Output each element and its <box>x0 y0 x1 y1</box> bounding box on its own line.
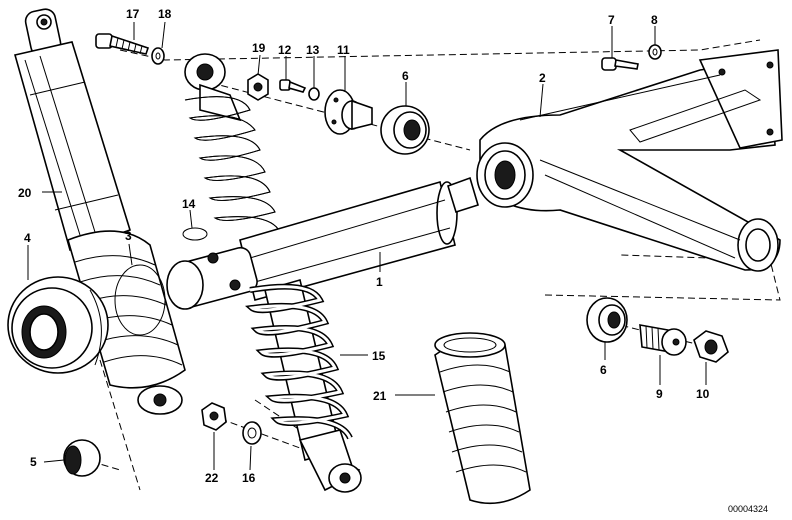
label-part-9: 9 <box>656 387 663 401</box>
label-part-22: 22 <box>205 471 219 485</box>
part-7-screw <box>601 57 639 71</box>
label-part-19: 19 <box>252 41 266 55</box>
part-6-bearing-lower <box>586 297 628 343</box>
part-20-shock-absorber <box>14 8 186 415</box>
part-14-o-ring <box>182 227 208 241</box>
part-21-rubber-boot <box>434 332 531 505</box>
part-number-labels: 17 18 19 12 13 11 6 7 8 2 20 4 3 14 1 15… <box>18 7 768 514</box>
part-18-washer <box>151 47 165 65</box>
label-part-6-lower: 6 <box>600 363 607 377</box>
upper-spring-assembly <box>184 53 281 233</box>
part-10-nut <box>693 330 729 363</box>
part-2-swing-arm <box>476 49 783 272</box>
part-16-washer <box>242 421 262 445</box>
label-part-14: 14 <box>182 197 196 211</box>
part-8-washer <box>648 44 662 60</box>
part-11-flange <box>324 89 373 135</box>
label-part-21: 21 <box>373 389 387 403</box>
part-17-bolt <box>95 33 150 55</box>
part-4-dust-cover <box>7 276 109 374</box>
label-part-13: 13 <box>306 43 320 57</box>
label-part-11: 11 <box>337 43 350 57</box>
part-6-bearing-upper <box>380 105 430 155</box>
label-part-15: 15 <box>372 349 386 363</box>
label-part-10: 10 <box>696 387 710 401</box>
label-part-8: 8 <box>651 13 658 27</box>
part-9-adjuster-bolt <box>639 324 687 356</box>
catalog-number: 00004324 <box>728 504 768 514</box>
label-part-5: 5 <box>30 455 37 469</box>
part-19-nut <box>247 73 269 101</box>
label-part-12: 12 <box>278 43 292 57</box>
label-part-20: 20 <box>18 186 32 200</box>
part-5-bushing <box>63 439 101 477</box>
part-12-screw <box>279 79 307 93</box>
label-part-4: 4 <box>24 231 31 245</box>
part-13-washer <box>308 87 320 101</box>
label-part-1: 1 <box>376 275 383 289</box>
label-part-16: 16 <box>242 471 256 485</box>
label-part-6-upper: 6 <box>402 69 409 83</box>
part-22-nut <box>201 402 227 431</box>
label-part-18: 18 <box>158 7 172 21</box>
part-1-axle-tube <box>166 176 479 310</box>
part-15-lower-spring <box>244 279 362 493</box>
label-part-2: 2 <box>539 71 546 85</box>
label-part-7: 7 <box>608 13 615 27</box>
label-part-3: 3 <box>125 229 132 243</box>
part-3-circlip <box>114 264 166 336</box>
leader-lines <box>27 21 707 471</box>
label-part-17: 17 <box>126 7 140 21</box>
